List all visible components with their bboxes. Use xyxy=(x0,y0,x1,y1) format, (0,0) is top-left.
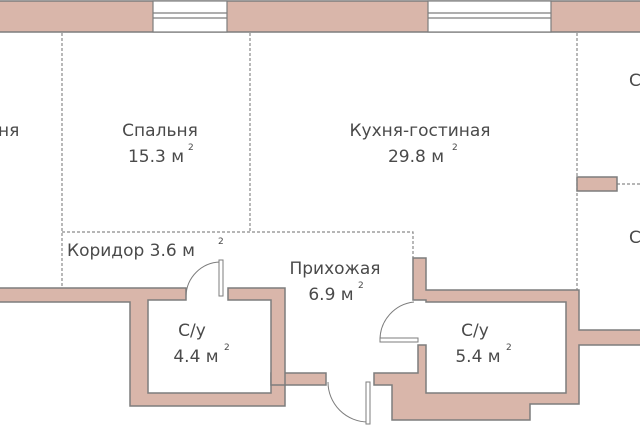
area-unit-sup: 2 xyxy=(452,143,458,153)
room-area-hallway: 6.9 м xyxy=(308,285,353,305)
area-unit-sup: 2 xyxy=(506,343,512,353)
room-area-bedroom: 15.3 м xyxy=(128,147,184,167)
room-name-bathroom-1: С/у xyxy=(178,321,206,341)
partition-wall xyxy=(576,176,618,192)
area-unit-sup: 2 xyxy=(188,143,194,153)
door-bathroom-2[interactable] xyxy=(379,301,419,343)
room-name-bathroom-2: С/у xyxy=(461,321,489,341)
room-label-left: ня xyxy=(0,121,19,141)
room-area-kitchen-living: 29.8 м xyxy=(388,147,444,167)
room-label-right-top: С xyxy=(629,71,640,91)
area-unit-sup: 2 xyxy=(358,281,364,291)
room-name-hallway: Прихожая xyxy=(289,259,380,279)
room-area-bathroom-1: 4.4 м xyxy=(173,347,218,367)
area-unit-sup: 2 xyxy=(218,237,224,247)
inner-walls xyxy=(0,257,640,421)
window xyxy=(152,0,228,33)
room-name-bedroom: Спальня xyxy=(122,121,198,141)
room-borders xyxy=(61,33,640,290)
room-name-kitchen-living: Кухня-гостиная xyxy=(349,121,490,141)
door-bathroom-1[interactable] xyxy=(185,259,224,297)
room-area-bathroom-2: 5.4 м xyxy=(455,347,500,367)
area-unit-sup: 2 xyxy=(224,343,230,353)
entrance-door[interactable] xyxy=(327,381,371,425)
room-label-right-bottom: С xyxy=(629,228,640,248)
window xyxy=(427,0,552,33)
room-label-corridor: Коридор 3.6 м xyxy=(67,241,195,261)
exterior-wall-top xyxy=(0,0,640,33)
